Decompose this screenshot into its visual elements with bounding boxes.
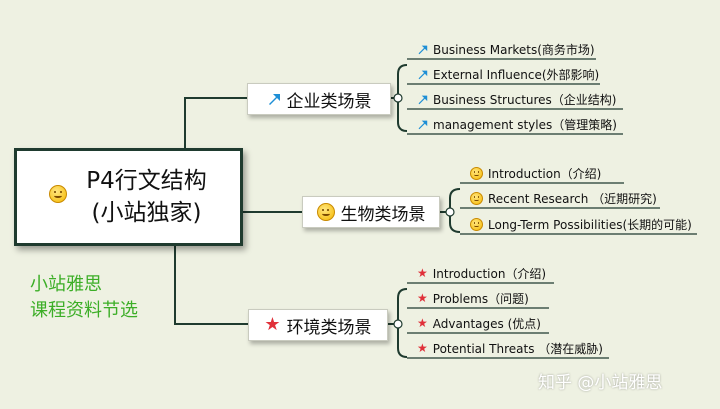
leaf-item[interactable]: External Influence(外部影响) (417, 65, 599, 83)
leaf-item[interactable]: management styles（管理策略) (417, 115, 617, 133)
branch-biology[interactable]: 生物类场景 (302, 196, 440, 228)
leaf-label: Introduction（介绍) (488, 166, 602, 181)
star-icon: ★ (264, 314, 281, 335)
leaf-label: Potential Threats （潜在威胁) (432, 341, 603, 356)
arrow-up-right-icon (418, 95, 428, 104)
branch-environment[interactable]: ★ 环境类场景 (248, 309, 388, 341)
arrow-up-right-icon (418, 120, 428, 129)
leaf-label: Advantages (优点) (432, 316, 541, 331)
leaf-label: Problems（问题) (432, 291, 529, 306)
leaf-label: Business Markets(商务市场) (433, 42, 595, 57)
branch-label: 环境类场景 (286, 317, 372, 338)
leaf-label: Introduction（介绍) (432, 266, 547, 281)
leaf-item[interactable]: Introduction（介绍) (470, 164, 601, 182)
leaf-item[interactable]: Long-Term Possibilities(长期的可能) (470, 215, 692, 233)
star-icon: ★ (417, 266, 428, 280)
side-note-line1: 小站雅思 (30, 274, 102, 295)
smiley-icon (470, 166, 483, 180)
root-node[interactable]: P4行文结构 (小站独家) (14, 148, 243, 246)
watermark: 知乎 @小站雅思 (538, 373, 663, 393)
leaf-label: External Influence(外部影响) (433, 67, 600, 82)
star-icon: ★ (417, 291, 428, 305)
smiley-icon (470, 217, 483, 231)
leaf-label: management styles（管理策略) (433, 117, 617, 132)
leaf-item[interactable]: ★ Potential Threats （潜在威胁) (417, 339, 603, 357)
star-icon: ★ (417, 341, 428, 355)
leaf-item[interactable]: ★ Introduction（介绍) (417, 264, 546, 282)
leaf-item[interactable]: Recent Research （近期研究) (470, 189, 657, 207)
leaf-label: Business Structures（企业结构) (433, 92, 617, 107)
side-note-line2: 课程资料节选 (30, 300, 138, 321)
branch-label: 企业类场景 (286, 91, 372, 112)
root-title: P4行文结构 (86, 168, 207, 194)
leaf-item[interactable]: Business Structures（企业结构) (417, 90, 617, 108)
arrow-up-right-icon (268, 94, 280, 105)
arrow-up-right-icon (418, 45, 428, 54)
root-subtitle: (小站独家) (91, 200, 202, 226)
side-note: 小站雅思 课程资料节选 (30, 272, 138, 324)
smiley-icon (316, 203, 335, 221)
leaf-item[interactable]: ★ Problems（问题) (417, 289, 529, 307)
leaf-item[interactable]: Business Markets(商务市场) (417, 40, 595, 58)
branch-label: 生物类场景 (340, 204, 426, 225)
smiley-icon (470, 191, 483, 205)
leaf-label: Recent Research （近期研究) (488, 191, 657, 206)
star-icon: ★ (417, 316, 428, 330)
smiley-icon (49, 185, 67, 203)
leaf-label: Long-Term Possibilities(长期的可能) (488, 217, 692, 232)
arrow-up-right-icon (418, 70, 428, 79)
branch-business[interactable]: 企业类场景 (247, 83, 391, 115)
leaf-item[interactable]: ★ Advantages (优点) (417, 314, 541, 332)
